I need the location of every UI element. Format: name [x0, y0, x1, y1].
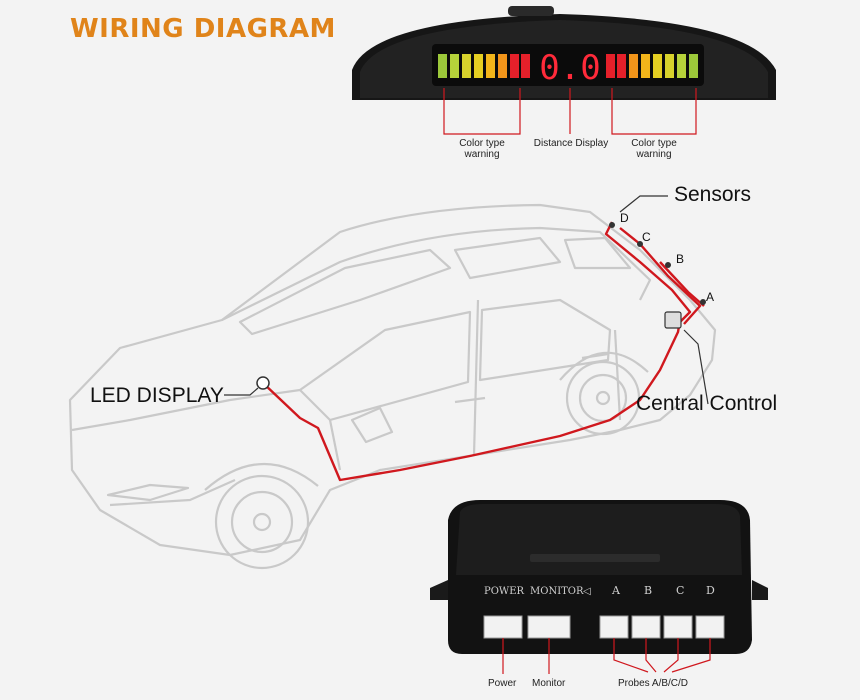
speaker-icon: ◁	[583, 586, 591, 597]
port-b-text: B	[644, 584, 652, 597]
right-color-warning-caption: Color type warning	[631, 138, 677, 160]
port-d-text: D	[706, 584, 715, 597]
sensor-b-label: B	[676, 252, 684, 266]
parking-display-unit: 0.0	[352, 6, 776, 135]
sensors-label: Sensors	[674, 183, 752, 206]
sensor-a-icon	[700, 299, 706, 305]
power-port-label: Power	[488, 678, 517, 689]
control-box: POWER MONITOR ◁ A B C D	[430, 500, 768, 674]
port-a-text: A	[611, 584, 621, 597]
right-warning-segments	[606, 54, 698, 78]
port-power-text: POWER	[484, 586, 525, 597]
port-c-text: C	[676, 584, 684, 597]
central-control-label: Central Control	[636, 392, 778, 415]
sensor-d-icon	[609, 222, 615, 228]
distance-digits: 0.0	[539, 48, 600, 88]
monitor-port-label: Monitor	[532, 678, 566, 689]
led-display-mount-icon	[256, 376, 270, 390]
central-control-unit-icon	[664, 311, 682, 329]
left-warning-segments	[438, 54, 530, 78]
sensor-b-icon	[665, 262, 671, 268]
sensor-c-label: C	[642, 230, 651, 244]
distance-display-caption: Distance Display	[533, 138, 609, 149]
wiring-harness	[262, 221, 705, 482]
car-outline	[68, 203, 717, 570]
page-title: WIRING DIAGRAM	[70, 14, 336, 44]
left-color-warning-caption: Color type warning	[459, 138, 505, 160]
sensor-c-icon	[637, 241, 643, 247]
port-monitor-text: MONITOR	[530, 586, 584, 597]
probes-port-label: Probes A/B/C/D	[618, 678, 689, 689]
sensor-a-label: A	[706, 290, 714, 304]
led-display-label: LED DISPLAY	[90, 384, 224, 407]
sensor-d-label: D	[620, 211, 629, 225]
